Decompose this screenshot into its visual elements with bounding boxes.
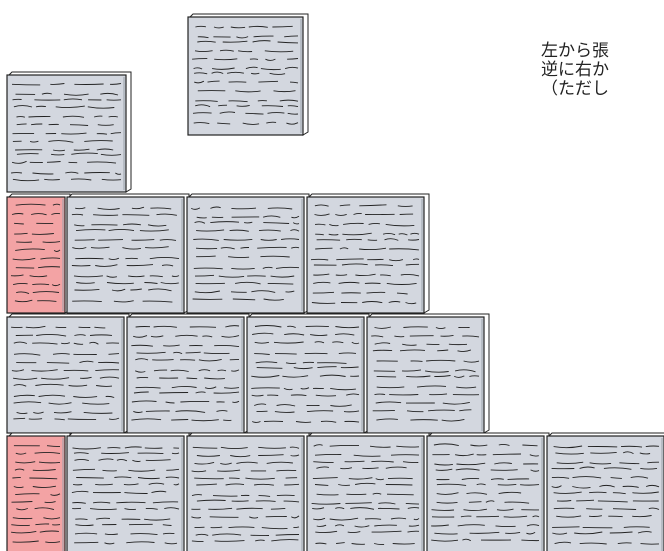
instruction-note: 左から張 逆に右か （ただし <box>541 42 609 99</box>
tile-row1-1 <box>66 193 190 314</box>
tile-row3-5 <box>546 432 664 551</box>
note-line-3: （ただし <box>541 79 609 99</box>
tile-row3-cut <box>6 432 71 551</box>
tile-row1-2 <box>186 193 310 314</box>
tile-row2-1 <box>6 313 130 434</box>
tile-row2-4 <box>366 313 490 434</box>
note-line-1: 左から張 <box>541 41 609 61</box>
tile-row2-2 <box>126 313 250 434</box>
tile-row3-2 <box>186 432 310 551</box>
tile-floating <box>187 13 309 136</box>
tile-row3-3 <box>306 432 430 551</box>
tile-row1-3 <box>306 193 430 314</box>
tile-row3-1 <box>66 432 190 551</box>
tile-row1-cut <box>6 193 71 314</box>
tile-row0-left <box>6 71 132 193</box>
tile-row3-4 <box>426 432 550 551</box>
note-line-2: 逆に右か <box>541 60 609 80</box>
tile-row2-3 <box>246 313 370 434</box>
